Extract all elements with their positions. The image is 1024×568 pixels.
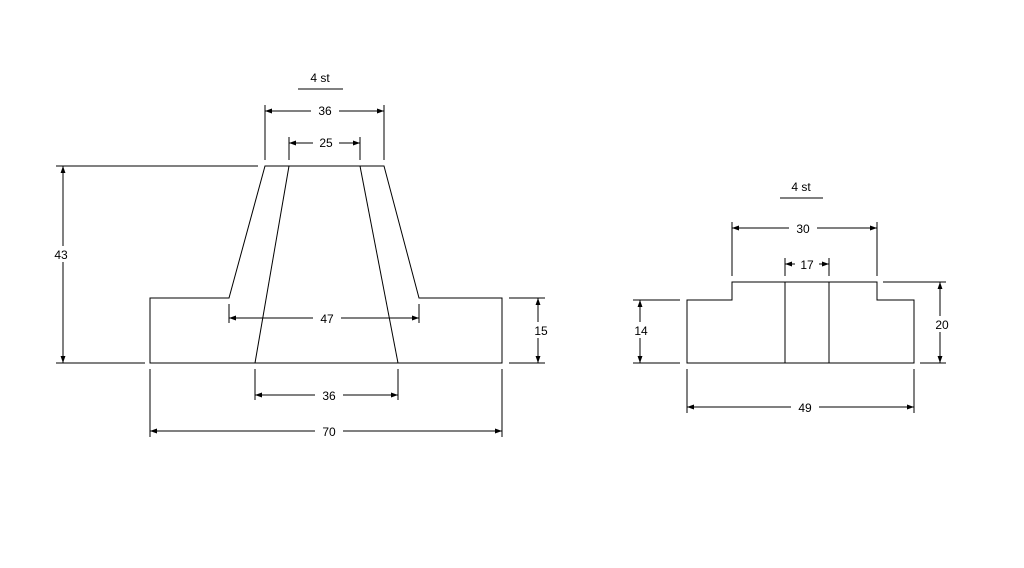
left-dim-mid-width-text: 47 <box>320 312 334 326</box>
left-dim-top-inner-text: 25 <box>319 136 333 150</box>
right-dim-right-height-text: 20 <box>935 318 949 332</box>
left-quantity-label: 4 st <box>310 71 330 85</box>
left-hole-line-right <box>359 165 399 364</box>
right-dim-right-height: 20 <box>883 281 954 364</box>
left-dim-bottom-inner: 36 <box>254 369 399 403</box>
left-dim-bottom-inner-text: 36 <box>322 389 336 403</box>
left-dim-overall-width: 70 <box>149 369 503 439</box>
left-dim-height-total-text: 43 <box>54 248 68 262</box>
left-dim-mid-width: 47 <box>228 304 420 326</box>
left-part-drawing: 4 st 36 25 43 <box>50 71 552 439</box>
right-dim-left-height: 14 <box>630 299 680 364</box>
right-dim-boss-width: 30 <box>731 221 878 276</box>
left-dim-overall-width-text: 70 <box>322 425 336 439</box>
left-dim-top-outer: 36 <box>264 103 385 160</box>
right-dim-overall-width: 49 <box>686 369 915 415</box>
right-quantity-label: 4 st <box>791 180 811 194</box>
right-dim-boss-width-text: 30 <box>796 222 810 236</box>
left-dim-top-outer-text: 36 <box>318 104 332 118</box>
left-dim-top-inner: 25 <box>288 135 361 160</box>
right-dim-left-height-text: 14 <box>634 324 648 338</box>
left-dim-flange-height-text: 15 <box>534 324 548 338</box>
left-hole-line-left <box>254 165 290 364</box>
right-part-outline <box>686 281 915 364</box>
left-dim-height-total: 43 <box>50 165 258 364</box>
right-dim-slot-width: 17 <box>784 257 830 276</box>
right-part-drawing: 4 st 30 17 14 <box>630 180 954 415</box>
right-dim-slot-width-text: 17 <box>800 258 814 272</box>
left-part-outline <box>149 165 503 364</box>
right-dim-overall-width-text: 49 <box>798 401 812 415</box>
left-dim-flange-height: 15 <box>509 297 552 364</box>
